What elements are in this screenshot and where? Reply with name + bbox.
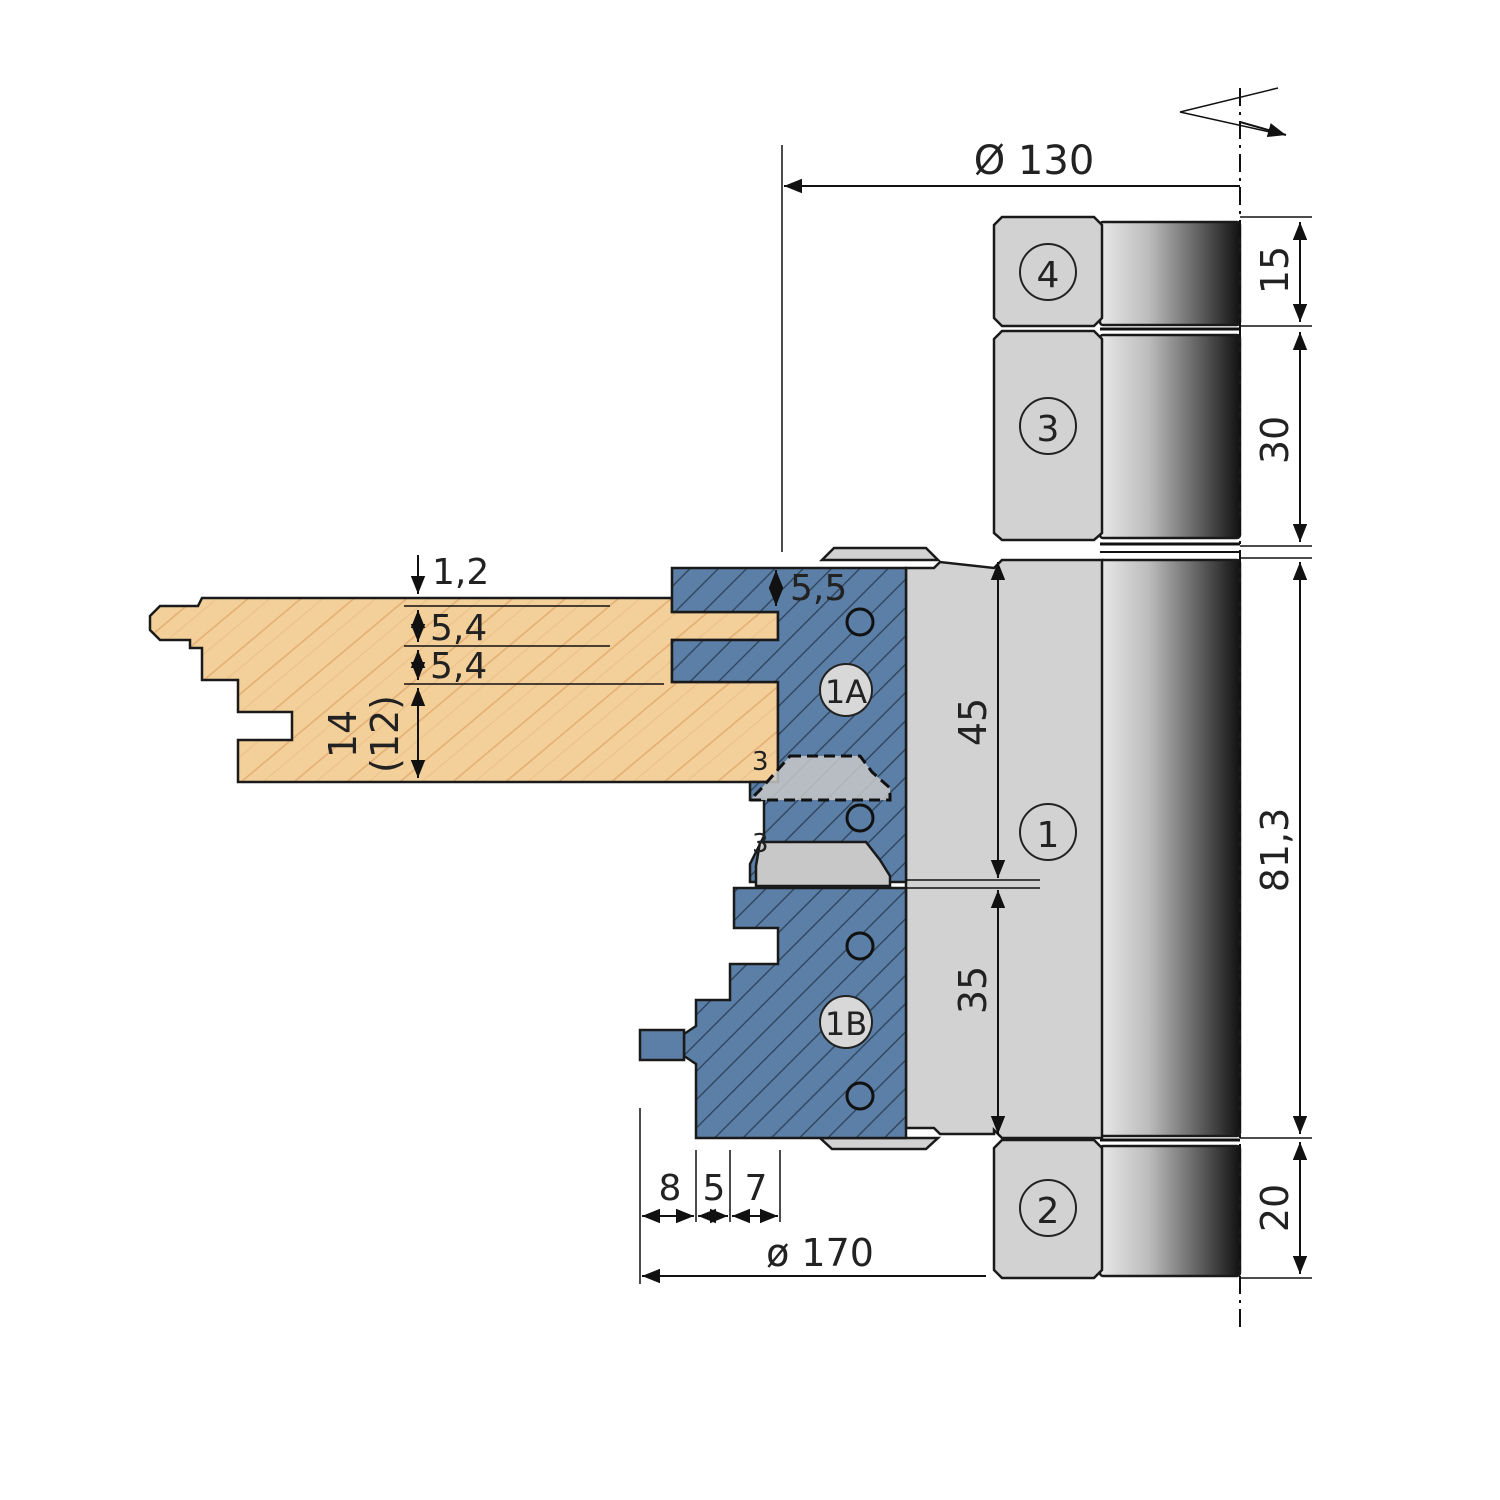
svg-text:1B: 1B <box>825 1005 867 1043</box>
svg-text:3: 3 <box>1037 409 1060 450</box>
spacer-ring-3 <box>992 329 1104 542</box>
svg-text:4: 4 <box>1037 255 1060 296</box>
svg-text:5,4: 5,4 <box>430 608 487 649</box>
screw-holes <box>845 607 875 1111</box>
cutter-1b-tongue <box>638 1028 686 1062</box>
knife-insert <box>754 840 892 888</box>
badge-part-4: 4 <box>1019 243 1077 301</box>
svg-text:14: 14 <box>321 710 365 758</box>
svg-text:81,3: 81,3 <box>1253 808 1297 893</box>
svg-text:2: 2 <box>1037 1191 1060 1232</box>
badge-part-1b: 1B <box>819 995 873 1049</box>
svg-text:30: 30 <box>1253 416 1297 464</box>
cutter-bottom-key <box>816 1136 942 1151</box>
svg-text:Ø 130: Ø 130 <box>974 138 1095 184</box>
badge-part-3: 3 <box>1019 397 1077 455</box>
bottom-width-dimensions: 8 5 7 ø 170 <box>639 1108 986 1284</box>
spindle-body <box>1098 220 1242 1278</box>
svg-text:35: 35 <box>951 966 995 1014</box>
dim-bore-diameter: Ø 130 <box>781 138 1240 552</box>
svg-text:ø 170: ø 170 <box>766 1231 874 1275</box>
rotation-direction-icon <box>1179 87 1287 138</box>
spacer-ring-2 <box>992 1138 1104 1280</box>
spacer-ring-1 <box>904 558 1104 1140</box>
svg-text:45: 45 <box>951 698 995 746</box>
badge-part-2: 2 <box>1019 1179 1077 1237</box>
badge-part-1a: 1A <box>819 663 873 717</box>
svg-text:5: 5 <box>703 1168 726 1209</box>
cutter-top-key <box>818 546 942 562</box>
svg-text:3: 3 <box>752 829 769 859</box>
svg-text:5,4: 5,4 <box>430 646 487 687</box>
right-dimension-chain: 15 30 81,3 20 <box>1240 216 1312 1279</box>
cutter-height-dimensions: 45 35 <box>906 562 1040 1134</box>
svg-text:15: 15 <box>1253 246 1297 294</box>
svg-text:1: 1 <box>1037 815 1060 856</box>
spacer-ring-4 <box>992 215 1104 328</box>
svg-text:3: 3 <box>752 747 769 777</box>
svg-text:1A: 1A <box>825 673 867 711</box>
svg-text:20: 20 <box>1253 1184 1297 1232</box>
svg-text:1,2: 1,2 <box>432 552 489 593</box>
svg-text:8: 8 <box>659 1168 682 1209</box>
knife-insert-dashed <box>746 754 892 802</box>
badge-part-1: 1 <box>1019 803 1077 861</box>
svg-text:(12): (12) <box>363 695 407 773</box>
svg-text:7: 7 <box>745 1168 768 1209</box>
svg-text:5,5: 5,5 <box>790 568 847 609</box>
profile-depth-dimensions: 1,2 5,4 5,4 14 (12) 5,5 3 3 <box>321 552 847 859</box>
